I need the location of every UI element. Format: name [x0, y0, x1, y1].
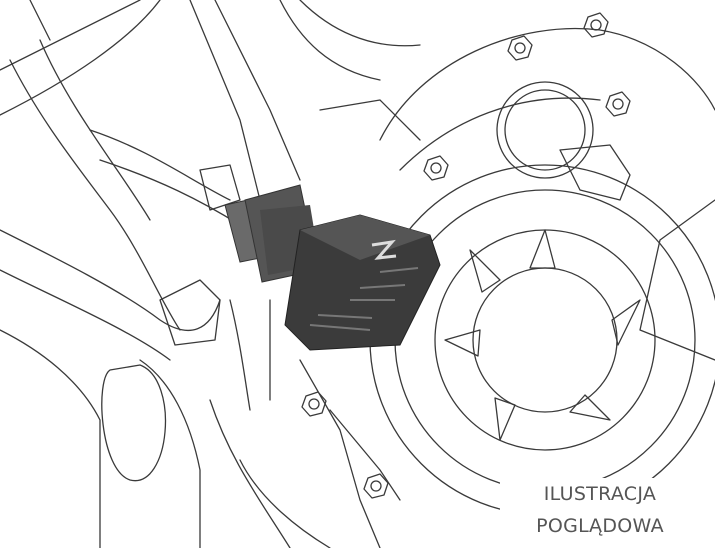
- illustrative-image-caption: ILUSTRACJA POGLĄDOWA: [500, 478, 700, 546]
- frame-tubes: [0, 0, 421, 548]
- bolt-icon: [507, 35, 533, 61]
- caption-line-2: POGLĄDOWA: [536, 515, 664, 537]
- bolts: [301, 12, 631, 499]
- bolt-icon: [423, 155, 449, 181]
- frame-slider: [224, 184, 441, 351]
- caption-line-1: ILUSTRACJA: [543, 483, 657, 505]
- bolt-icon: [583, 12, 609, 38]
- bolt-icon: [301, 391, 327, 417]
- bolt-icon: [363, 473, 389, 499]
- bolt-icon: [605, 91, 631, 117]
